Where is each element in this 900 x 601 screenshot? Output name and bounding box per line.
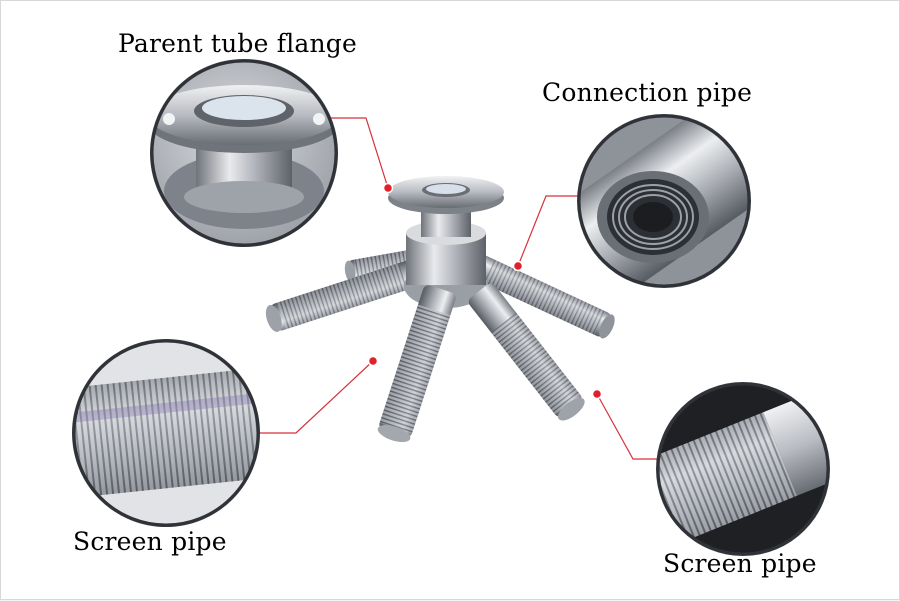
label-screen-pipe-right: Screen pipe [663,549,817,578]
detail-circle-connection [577,114,751,288]
detail-circle-flange [150,59,338,247]
marker-screen-right [591,388,603,400]
label-parent-tube-flange: Parent tube flange [118,29,357,58]
leader-connection [517,195,579,267]
detail-circle-screen-left [72,339,260,527]
marker-flange [382,182,394,194]
leader-lines [256,117,661,460]
leader-markers [367,182,603,400]
leader-screen-left [256,360,374,434]
marker-screen-left [367,355,379,367]
label-screen-pipe-left: Screen pipe [73,527,227,556]
detail-circle-screen-right [656,382,830,556]
screen-pipe-front-left [377,285,456,443]
lateral-pipe-left [265,256,430,332]
marker-connection [512,260,524,272]
distributor-assembly [265,176,615,443]
leader-flange [331,117,389,189]
screen-pipe-front-right [468,283,585,421]
leader-screen-right [596,393,661,460]
lateral-pipe-right [467,252,615,339]
label-connection-pipe: Connection pipe [542,78,753,107]
